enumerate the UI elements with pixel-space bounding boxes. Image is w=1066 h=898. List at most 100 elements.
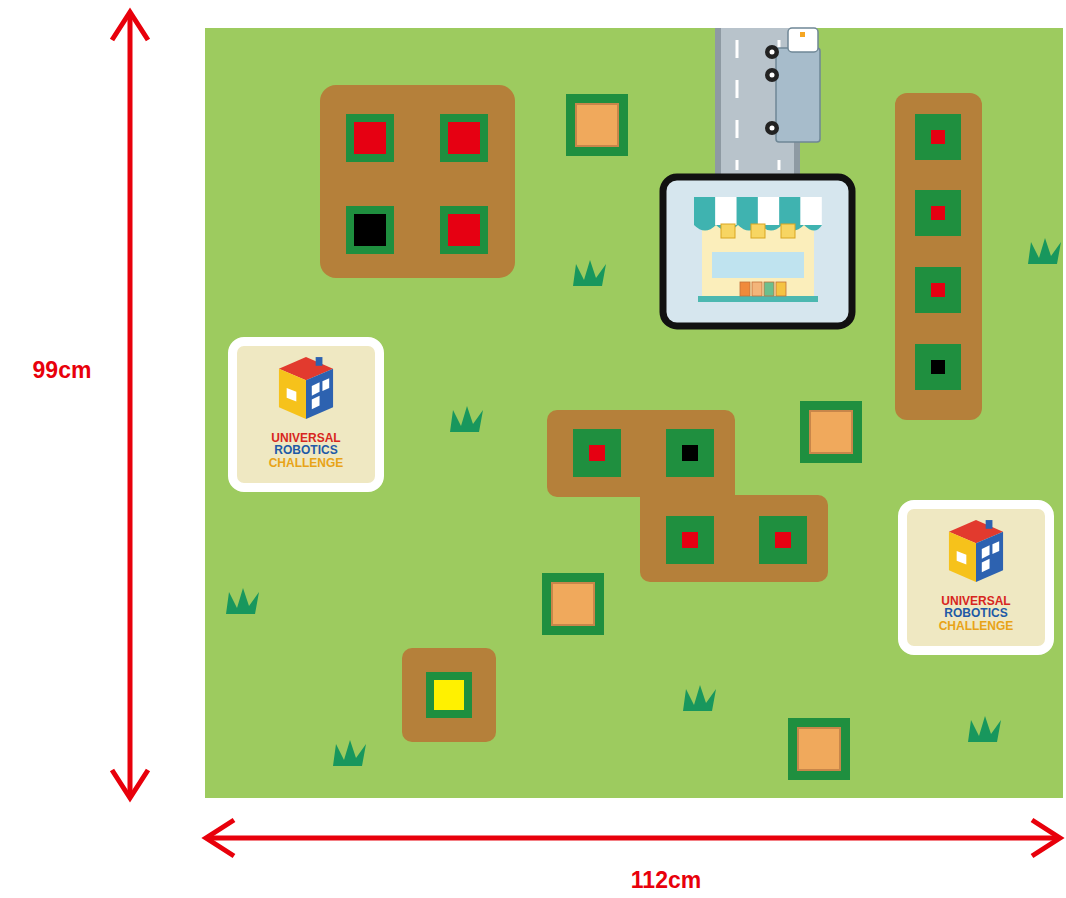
shop-awning-stripe bbox=[737, 197, 758, 225]
shop-awning-stripe bbox=[715, 197, 736, 225]
logo-window bbox=[992, 541, 999, 554]
plot-border bbox=[440, 114, 488, 162]
soil-patch bbox=[402, 648, 496, 742]
logo-board: UNIVERSALROBOTICSCHALLENGE bbox=[898, 500, 1054, 655]
logo-board: UNIVERSALROBOTICSCHALLENGE bbox=[228, 337, 384, 492]
red-block bbox=[354, 122, 386, 154]
arrow-head bbox=[206, 820, 234, 856]
red-marker bbox=[589, 445, 605, 461]
red-marker bbox=[682, 532, 698, 548]
orange-square bbox=[810, 411, 852, 453]
plot-border bbox=[788, 718, 850, 780]
logo-left-face bbox=[279, 369, 306, 419]
plot-border bbox=[915, 344, 961, 390]
dimension-line bbox=[128, 14, 133, 796]
plot-border bbox=[666, 516, 714, 564]
logo-window bbox=[322, 378, 329, 391]
truck-wheel bbox=[765, 45, 779, 59]
shop-base bbox=[698, 296, 818, 302]
logo-window bbox=[982, 559, 990, 573]
logo-chimney bbox=[986, 520, 993, 529]
arrow-head bbox=[112, 770, 148, 798]
orange-square bbox=[576, 104, 618, 146]
truck-wheel bbox=[765, 121, 779, 135]
truck-hub bbox=[770, 73, 775, 78]
plot-border bbox=[573, 429, 621, 477]
red-marker bbox=[775, 532, 791, 548]
truck-wheel bbox=[765, 68, 779, 82]
logo-icon bbox=[947, 518, 1005, 584]
plot-border bbox=[800, 401, 862, 463]
truck-hub bbox=[770, 126, 775, 131]
grass-tuft bbox=[333, 740, 366, 766]
logo-window bbox=[312, 396, 320, 410]
shop-sign bbox=[751, 224, 765, 238]
shop-goods bbox=[740, 282, 750, 296]
soil-patch bbox=[547, 410, 735, 497]
shop-awning-stripe bbox=[694, 197, 715, 225]
shop-goods bbox=[764, 282, 774, 296]
orange-square bbox=[552, 583, 594, 625]
grass-tuft bbox=[1028, 238, 1061, 264]
plot-border bbox=[566, 94, 628, 156]
red-block bbox=[448, 214, 480, 246]
logo-window bbox=[957, 551, 967, 565]
shop-sign bbox=[721, 224, 735, 238]
shop-frame bbox=[663, 177, 852, 326]
logo-text: CHALLENGE bbox=[939, 620, 1014, 633]
truck-body bbox=[776, 48, 820, 142]
arrow-head bbox=[112, 12, 148, 40]
dimension-label: 112cm bbox=[631, 867, 701, 893]
dimension-line bbox=[208, 836, 1058, 841]
black-marker bbox=[931, 360, 945, 374]
shop-goods bbox=[776, 282, 786, 296]
truck-cab bbox=[788, 28, 818, 52]
orange-square bbox=[798, 728, 840, 770]
red-block bbox=[448, 122, 480, 154]
logo-icon bbox=[277, 355, 335, 421]
logo-text: ROBOTICS bbox=[274, 444, 337, 457]
shop-awning-stripe bbox=[779, 197, 800, 225]
truck-light bbox=[800, 32, 805, 37]
shop-awning-stripe bbox=[801, 197, 822, 225]
plot-border bbox=[346, 206, 394, 254]
logo-right-face bbox=[306, 369, 333, 419]
red-marker bbox=[931, 206, 945, 220]
logo-text: CHALLENGE bbox=[269, 457, 344, 470]
grass-tuft bbox=[226, 588, 259, 614]
plot-border bbox=[346, 114, 394, 162]
soil-patch bbox=[640, 485, 735, 505]
plot-border bbox=[915, 190, 961, 236]
dimension-label: 99cm bbox=[33, 357, 92, 383]
logo-window bbox=[312, 382, 320, 396]
road-curb bbox=[715, 28, 721, 174]
soil-patch bbox=[640, 495, 828, 582]
plot-border bbox=[759, 516, 807, 564]
logo-window bbox=[982, 545, 990, 559]
shop-goods bbox=[752, 282, 762, 296]
grass-tuft bbox=[968, 716, 1001, 742]
soil-patch bbox=[895, 93, 982, 420]
plot-border bbox=[440, 206, 488, 254]
shop-window bbox=[712, 252, 804, 278]
soil-patch bbox=[320, 85, 515, 278]
plot-border bbox=[915, 267, 961, 313]
plot-border bbox=[666, 429, 714, 477]
lane-dash bbox=[736, 40, 739, 170]
grass-tuft bbox=[573, 260, 606, 286]
grass-tuft bbox=[683, 685, 716, 711]
red-marker bbox=[931, 283, 945, 297]
logo-window bbox=[287, 388, 297, 402]
field-mat bbox=[205, 28, 1063, 798]
shop-sign bbox=[781, 224, 795, 238]
logo-text: UNIVERSAL bbox=[271, 432, 340, 445]
logo-text: UNIVERSAL bbox=[941, 595, 1010, 608]
truck-hub bbox=[770, 50, 775, 55]
grass-tuft bbox=[450, 406, 483, 432]
plot-border bbox=[542, 573, 604, 635]
logo-right-face bbox=[976, 532, 1003, 582]
black-marker bbox=[682, 445, 698, 461]
